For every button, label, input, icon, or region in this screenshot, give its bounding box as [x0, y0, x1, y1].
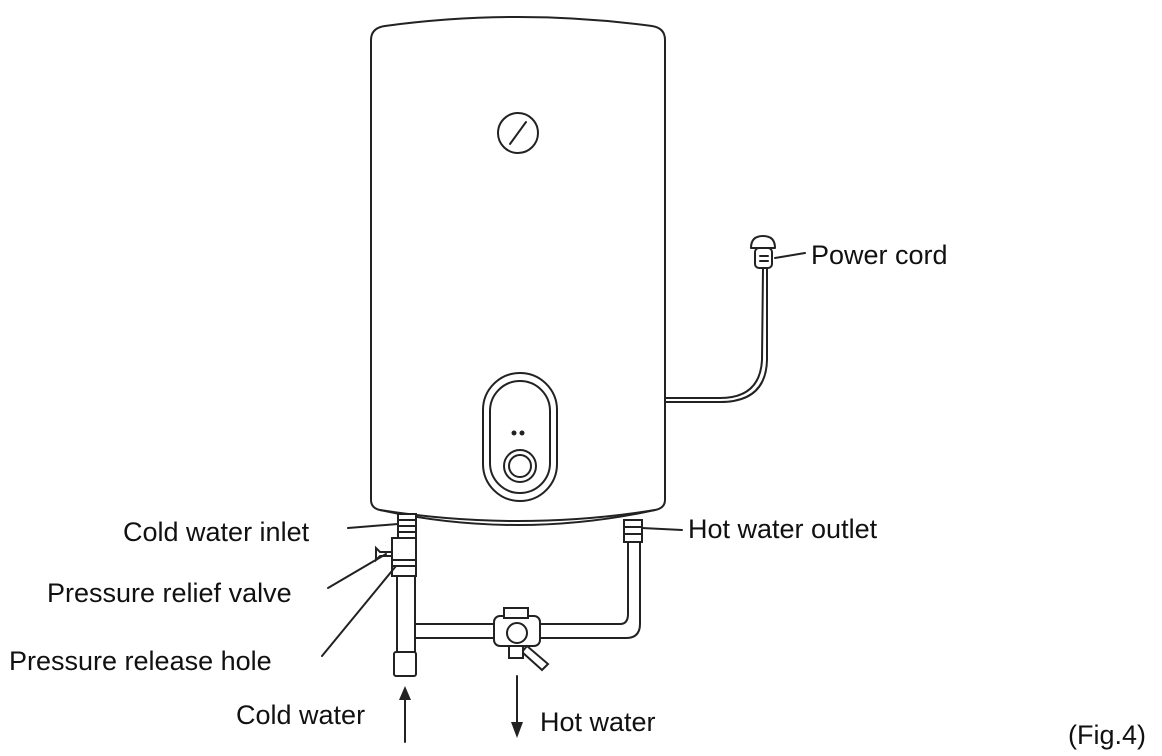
cold-water-arrow-icon — [399, 686, 411, 743]
mixing-valve-icon — [493, 607, 550, 672]
temperature-gauge-icon — [497, 112, 539, 154]
cold-water-inlet-leader — [347, 523, 399, 529]
hot-water-label: Hot water — [540, 707, 656, 737]
power-cord-leader — [774, 252, 806, 259]
hot-water-outlet-label: Hot water outlet — [688, 514, 878, 544]
control-panel — [482, 372, 558, 502]
hot-water-arrow-icon — [511, 675, 523, 738]
pressure-release-hole-leader — [321, 565, 397, 657]
hot-water-outlet-leader — [641, 527, 683, 531]
connecting-pipe — [414, 519, 643, 639]
power-cord — [664, 235, 776, 403]
pressure-release-hole-label: Pressure release hole — [9, 646, 272, 676]
cold-water-label: Cold water — [236, 700, 366, 730]
pressure-relief-valve-leader — [327, 553, 387, 589]
pressure-relief-valve-label: Pressure relief valve — [47, 578, 292, 608]
figure-caption: (Fig.4) — [1068, 720, 1147, 750]
power-cord-label: Power cord — [811, 240, 948, 270]
cold-water-inlet-label: Cold water inlet — [123, 517, 310, 547]
cold-water-pipe — [375, 513, 417, 677]
